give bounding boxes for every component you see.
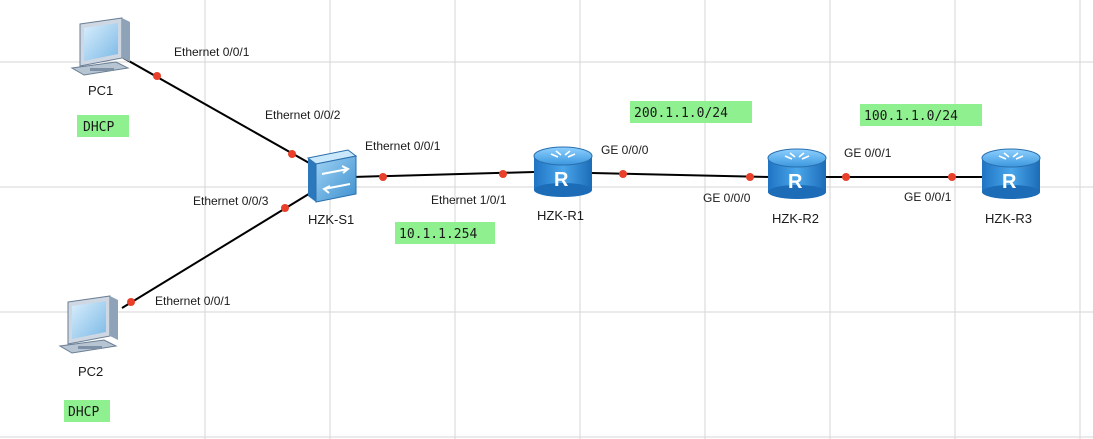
router-icon: R (981, 148, 1041, 199)
port-dot (619, 170, 627, 178)
port-label: Ethernet 0/0/1 (365, 139, 441, 153)
router-r1-label: HZK-R1 (537, 208, 584, 223)
router-r2-label: HZK-R2 (772, 211, 819, 226)
note-text: 200.1.1.0/24 (634, 106, 728, 121)
port-label: GE 0/0/1 (844, 146, 892, 160)
port-dot (281, 204, 289, 212)
port-dot (379, 173, 387, 181)
note-pc2-dhcp[interactable]: DHCP (64, 400, 110, 422)
note-text: DHCP (83, 120, 114, 135)
port-dot (288, 150, 296, 158)
port-dot (842, 173, 850, 181)
router-icon: R (533, 146, 593, 197)
note-text: 10.1.1.254 (399, 227, 477, 242)
port-label: Ethernet 0/0/2 (265, 108, 341, 122)
pc-icon (70, 17, 130, 76)
note-gateway[interactable]: 10.1.1.254 (395, 222, 495, 244)
svg-text:R: R (788, 171, 803, 193)
router-hzk-r2[interactable]: R (767, 148, 827, 199)
router-hzk-r1[interactable]: R (533, 146, 593, 197)
pc-icon (58, 295, 118, 354)
port-label: GE 0/0/0 (601, 143, 649, 157)
port-dot (127, 298, 135, 306)
pc2-label: PC2 (78, 364, 103, 379)
port-dot (499, 170, 507, 178)
note-text: DHCP (68, 405, 99, 420)
router-r3-label: HZK-R3 (985, 211, 1032, 226)
port-dot (153, 72, 161, 80)
link-r1-r2[interactable] (591, 172, 771, 178)
port-label: Ethernet 0/0/1 (174, 45, 250, 59)
switch-label: HZK-S1 (308, 212, 354, 227)
port-dots (127, 72, 956, 306)
port-label: Ethernet 1/0/1 (431, 193, 507, 207)
link-pc2-sw[interactable] (121, 191, 313, 309)
svg-text:R: R (1002, 171, 1017, 193)
switch-hzk-s1[interactable] (306, 149, 358, 203)
pc1-label: PC1 (88, 83, 113, 98)
switch-icon (306, 149, 358, 203)
pc2-device[interactable] (58, 295, 118, 354)
router-hzk-r3[interactable]: R (981, 148, 1041, 199)
port-dot (948, 173, 956, 181)
port-dot (746, 173, 754, 181)
note-pc1-dhcp[interactable]: DHCP (77, 115, 129, 137)
port-label: GE 0/0/1 (904, 190, 952, 204)
pc1-device[interactable] (70, 17, 130, 76)
note-net-r1-r2[interactable]: 200.1.1.0/24 (630, 101, 752, 123)
port-label: Ethernet 0/0/1 (155, 294, 231, 308)
note-text: 100.1.1.0/24 (864, 109, 958, 124)
note-net-r2-r3[interactable]: 100.1.1.0/24 (860, 104, 982, 126)
router-icon: R (767, 148, 827, 199)
link-pc1-sw[interactable] (119, 55, 319, 169)
port-label: Ethernet 0/0/3 (193, 194, 269, 208)
port-label: GE 0/0/0 (703, 191, 751, 205)
svg-text:R: R (554, 169, 569, 191)
